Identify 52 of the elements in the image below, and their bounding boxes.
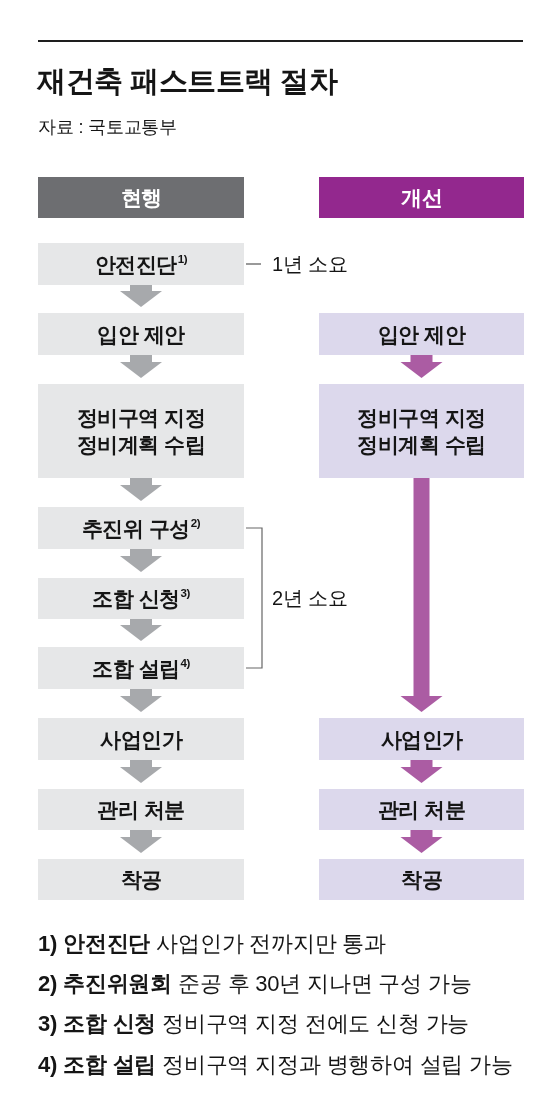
step-label: 사업인가 (100, 726, 182, 753)
step-label: 관리 처분 (97, 797, 185, 823)
footnote: 3) 조합 신청 정비구역 지정 전에도 신청 가능 (38, 1011, 470, 1037)
process-box (38, 507, 244, 549)
process-box (319, 313, 524, 355)
arrow (120, 689, 162, 712)
source-note: 자료 : 국토교통부 (38, 116, 177, 139)
process-box (319, 789, 524, 830)
process-box (38, 789, 244, 830)
footnote: 4) 조합 설립 정비구역 지정과 병행하여 설립 가능 (38, 1052, 513, 1078)
footnote: 2) 추진위원회 준공 후 30년 지나면 구성 가능 (38, 971, 472, 997)
arrow (400, 355, 443, 378)
arrow (120, 760, 162, 783)
arrow (120, 355, 162, 378)
process-box (319, 859, 524, 900)
step-label: 사업인가 (380, 726, 463, 753)
footnote: 1) 안전진단 사업인가 전까지만 통과 (38, 931, 387, 957)
step-label: 관리 처분 (377, 797, 466, 823)
arrow (400, 830, 443, 853)
process-box (38, 718, 244, 760)
duration-label: 2년 소요 (272, 586, 348, 611)
step-label: 조합 설립$^{4)}$ (92, 655, 190, 682)
step-label: 추진위 구성$^{2)}$ (81, 515, 201, 542)
arrow (120, 549, 162, 572)
process-box (319, 384, 524, 478)
arrow (120, 830, 162, 853)
process-box (38, 859, 244, 900)
step-label: 조합 신청$^{3)}$ (92, 586, 190, 612)
arrow (400, 760, 443, 783)
step-label: 착공 (401, 867, 442, 893)
arrow (120, 619, 162, 641)
duration-label: 1년 소요 (272, 252, 348, 277)
process-box (319, 718, 524, 760)
column-header (38, 177, 244, 218)
step-label: 안전진단$^{1)}$ (94, 251, 188, 278)
arrow (400, 478, 443, 712)
header-label: 개선 (401, 185, 442, 211)
title: 재건축 패스트트랙 절차 (37, 64, 338, 98)
header-label: 현행 (120, 185, 162, 211)
step-label: 정비구역 지정 정비계획 수립 (356, 405, 487, 458)
process-box (38, 647, 244, 689)
step-label: 정비구역 지정 정비계획 수립 (75, 405, 207, 458)
arrow (120, 478, 162, 501)
process-box (38, 243, 244, 285)
step-label: 입안 제안 (377, 321, 466, 348)
step-label: 착공 (120, 867, 162, 893)
process-box (38, 313, 244, 355)
step-label: 입안 제안 (97, 321, 185, 348)
arrow (120, 285, 162, 307)
process-box (38, 578, 244, 619)
column-header (319, 177, 524, 218)
process-box (38, 384, 244, 478)
